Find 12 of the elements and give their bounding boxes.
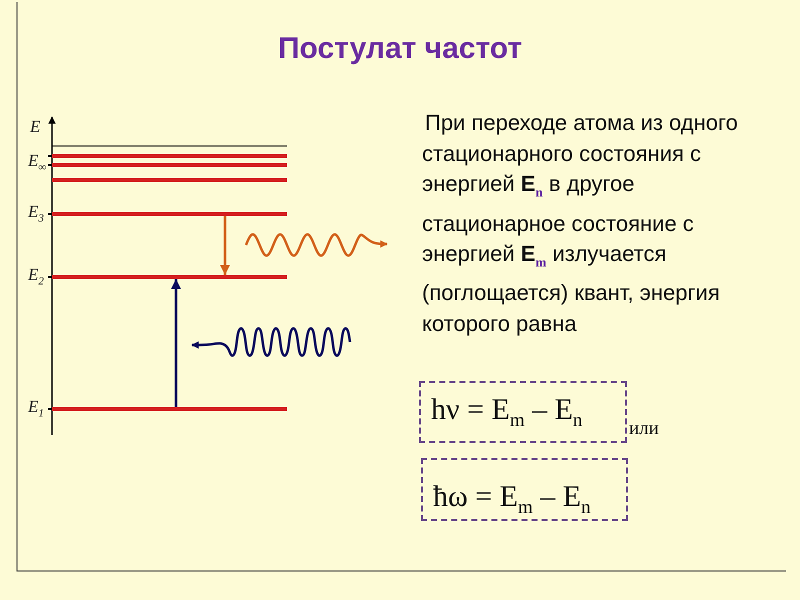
transition-arrow <box>220 216 230 275</box>
level-label: E$_{3}$ <box>28 203 44 224</box>
axis-label: E <box>30 117 40 137</box>
level-label: E$_{1}$ <box>28 398 44 420</box>
title: Постулат частот <box>276 32 524 66</box>
description-paragraph: При переходе атома из одного стационарного состояния с энергией E$_{n}$ в другое стационарное состояние с энергией E$_{m}$ излучается (поглощается) квант, энергия которого равна <box>422 109 739 338</box>
level-label: E$_{∞}$ <box>28 152 46 174</box>
formula-box: hν = E$_{m}$ – E$_{n}$ <box>419 381 627 443</box>
transition-arrow <box>171 279 181 407</box>
connector-word: или <box>629 418 659 440</box>
formula-box: ħω = E$_{m}$ – E$_{n}$ <box>421 458 628 521</box>
level-label: E$_{2}$ <box>28 266 44 288</box>
